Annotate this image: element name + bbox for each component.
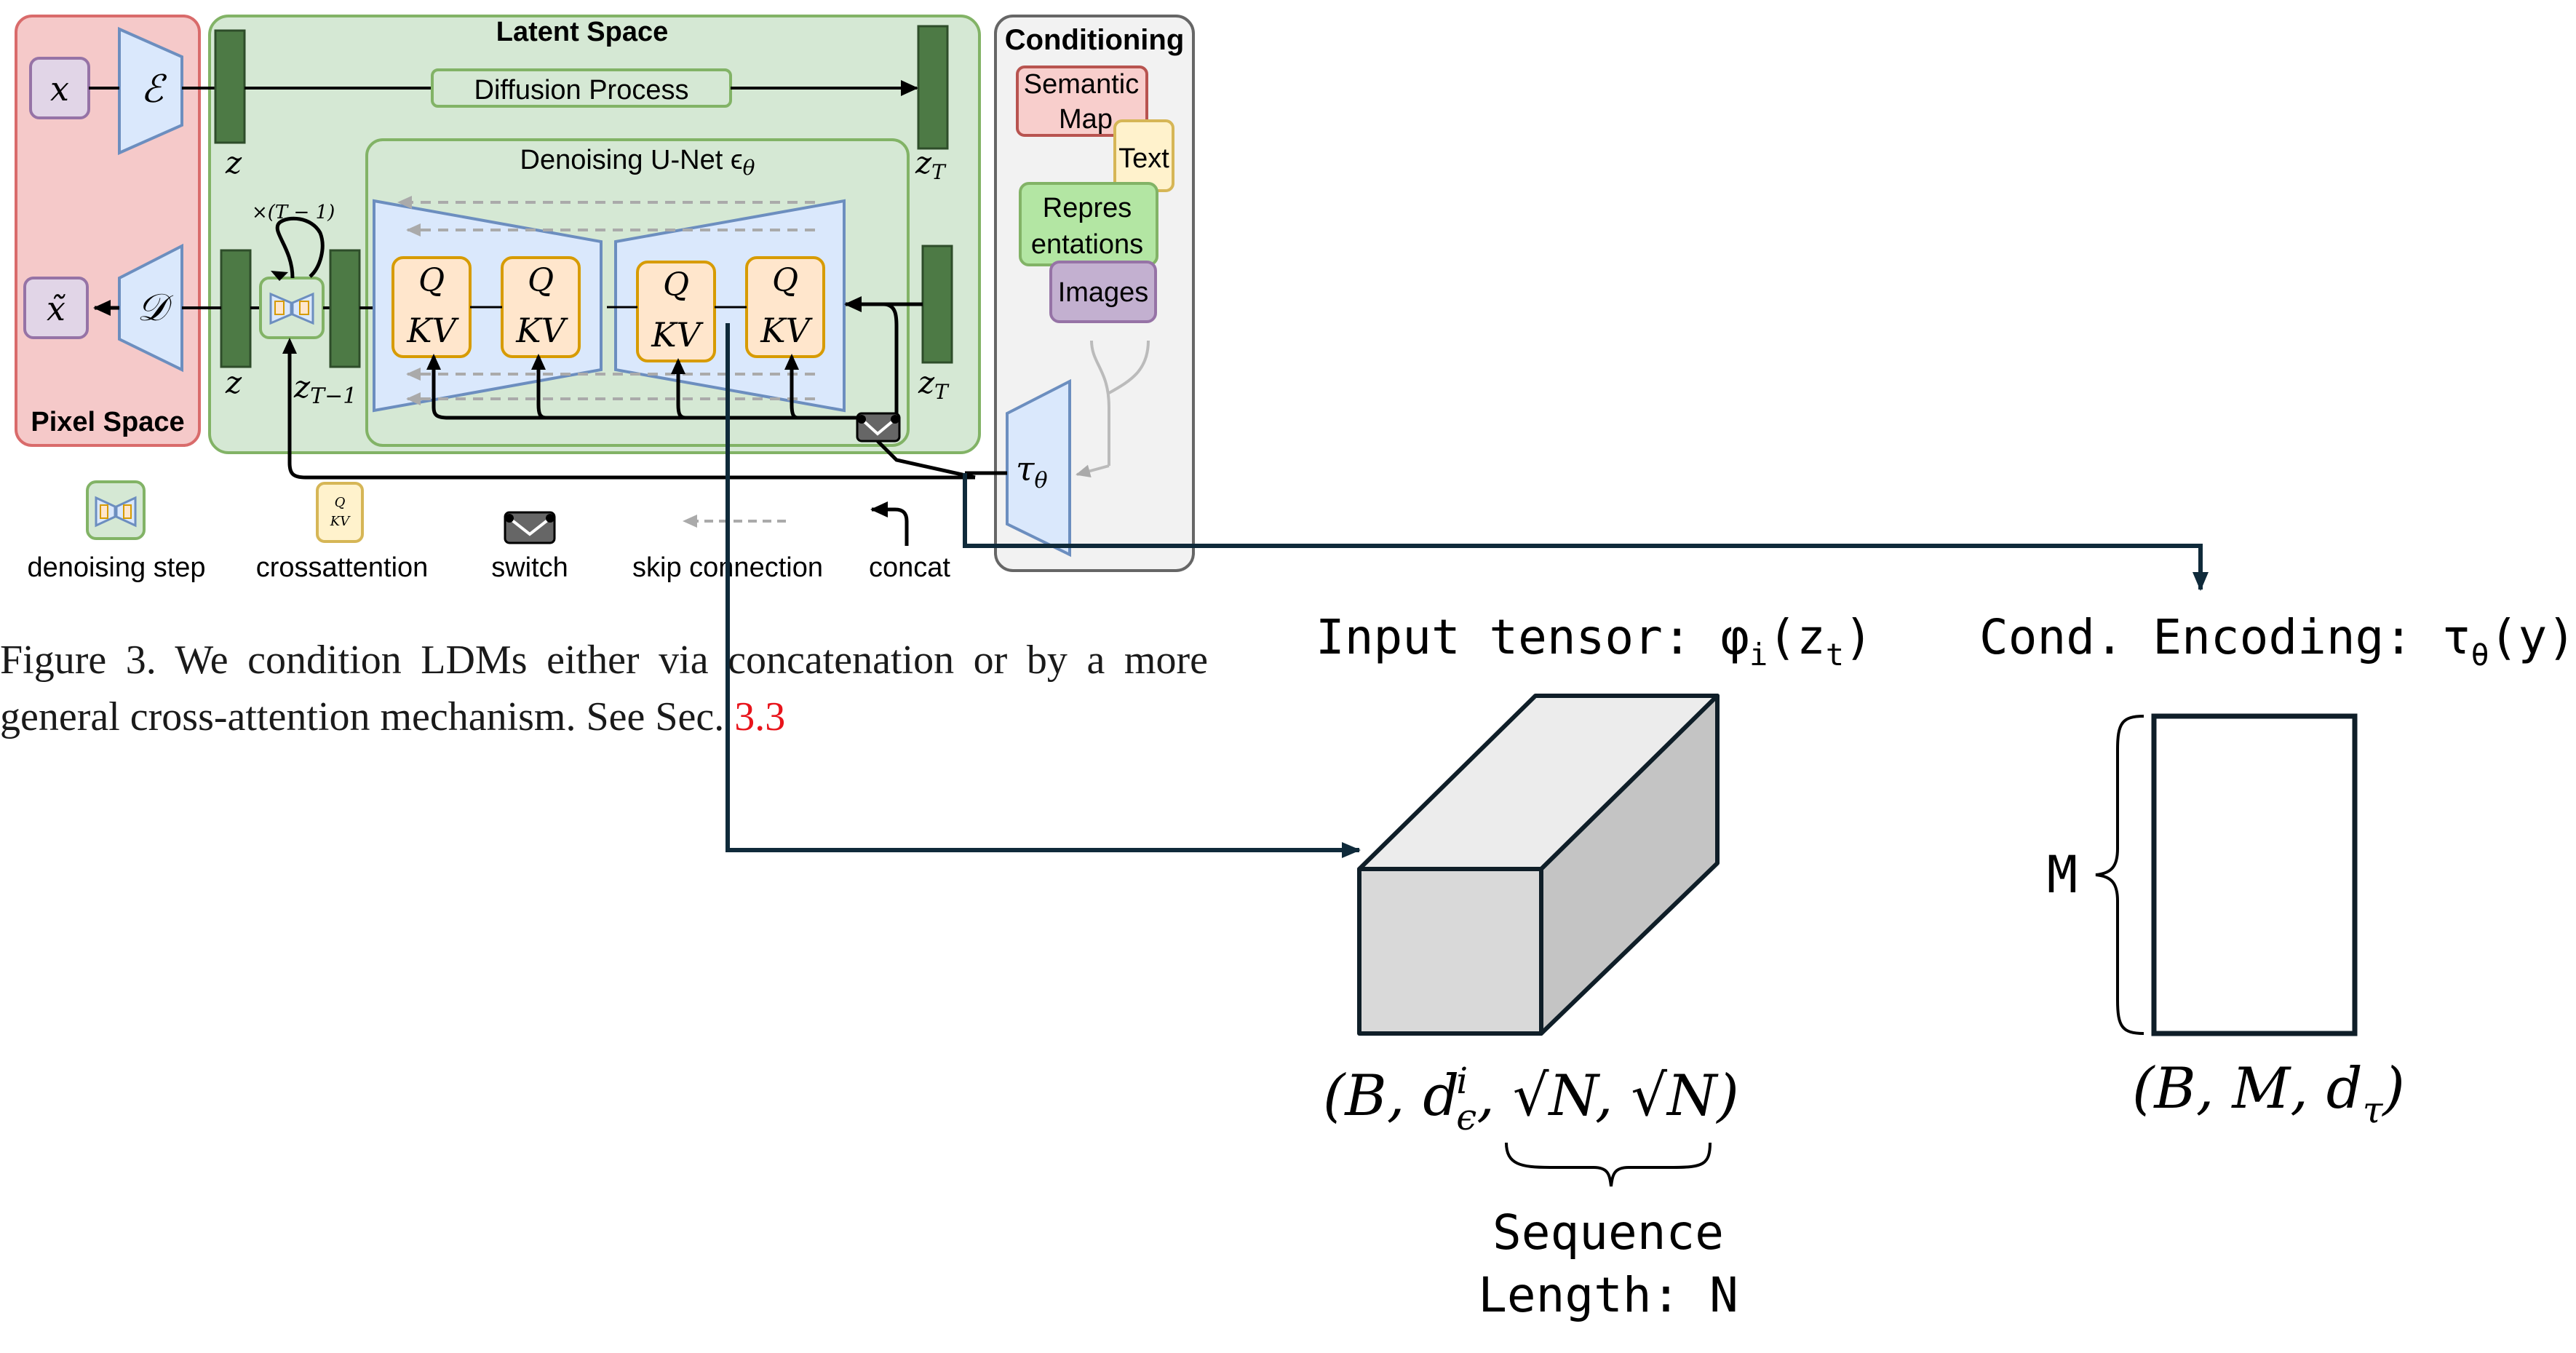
- encoder-trapezoid: [118, 26, 183, 156]
- caption-section-link[interactable]: 3.3: [734, 694, 786, 739]
- legend-switch-icon: [504, 511, 556, 544]
- representations-label: Repres: [1043, 193, 1132, 223]
- svg-text:KV: KV: [406, 311, 459, 350]
- conditioning-panel: Conditioning Semantic Map Text Repres en…: [965, 15, 1195, 572]
- output-image-box: [23, 277, 89, 339]
- text-label: Text: [1118, 143, 1169, 174]
- m-label: M: [2047, 845, 2078, 905]
- svg-text:Q: Q: [418, 262, 445, 299]
- sequence-brace: [1505, 1142, 1712, 1187]
- latent-space-panel: Latent Space z zT Diffusion Process z ×(…: [182, 15, 981, 480]
- input-tensor-title: Input tensor: φi(zt): [1316, 609, 1873, 672]
- qkv-block-2: Q KV: [501, 256, 581, 358]
- legend-switch: switch: [491, 552, 568, 583]
- arrow-to-input-tensor: [726, 323, 1361, 858]
- unet-label: Denoising U-Net ϵθ: [520, 145, 755, 180]
- legend-concat: concat: [869, 552, 950, 583]
- legend-crossattention-icon: Q KV: [316, 482, 364, 543]
- input-tensor-cuboid: [1357, 694, 1720, 1036]
- semantic-map-label-2: Map: [1059, 104, 1113, 135]
- cross-attention-routing: [432, 357, 897, 420]
- sequence-label-1: Sequence: [1492, 1205, 1724, 1261]
- output-image-symbol: x̃: [47, 289, 65, 328]
- input-image-symbol: x: [50, 69, 69, 108]
- latent-z-bar-bottom: [220, 249, 252, 368]
- diffusion-process-label: Diffusion Process: [474, 75, 689, 106]
- cond-encoding-title: Cond. Encoding: τθ(y): [1979, 609, 2576, 672]
- conditioning-label: Conditioning: [1005, 24, 1185, 56]
- latent-z-bar-top: [214, 29, 246, 144]
- pixel-space-panel: Pixel Space x x̃ ℰ 𝒟: [15, 15, 201, 447]
- svg-text:Q: Q: [663, 266, 689, 303]
- svg-text:KV: KV: [330, 514, 351, 529]
- legend-concat-arrow: [870, 501, 909, 546]
- qkv-block-4: Q KV: [745, 256, 825, 358]
- sequence-label-2: Length: N: [1478, 1267, 1738, 1323]
- cond-encoding-matrix: [2151, 713, 2358, 1036]
- repeat-label: ×(T − 1): [252, 202, 335, 223]
- legend-denoising-step-icon: [86, 480, 146, 540]
- svg-text:KV: KV: [515, 311, 568, 350]
- latent-space-label: Latent Space: [496, 17, 669, 47]
- switch-icon: [856, 412, 901, 443]
- semantic-map-box: [1016, 66, 1148, 137]
- svg-text:Q: Q: [772, 262, 798, 299]
- caption-text: Figure 3. We condition LDMs either via c…: [0, 638, 1208, 739]
- svg-text:Q: Q: [528, 262, 554, 299]
- arrow-to-cond-encoding: [963, 473, 2209, 591]
- svg-text:Q: Q: [335, 495, 346, 510]
- latent-z-bottom-label: z: [225, 365, 242, 400]
- tau-symbol: τθ: [1016, 449, 1048, 493]
- encoder-symbol: ℰ: [140, 68, 167, 111]
- qkv-block-3: Q KV: [636, 261, 716, 362]
- latent-zT-bar-bottom: [921, 245, 953, 364]
- cond-shape-label: (B, M, dτ): [2132, 1056, 2405, 1131]
- images-box: [1049, 261, 1157, 323]
- latent-zT1-bar: [329, 249, 361, 368]
- legend: denoising step Q KV crossattention switc…: [27, 480, 950, 583]
- latent-z-top-label: z: [225, 145, 242, 180]
- representations-label-2: entations: [1031, 229, 1143, 260]
- pixel-space-label: Pixel Space: [31, 407, 184, 437]
- decoder-trapezoid: [118, 243, 183, 373]
- legend-crossattention: crossattention: [256, 552, 429, 583]
- figure-caption: Figure 3. We condition LDMs either via c…: [0, 632, 1208, 745]
- tau-encoder-trapezoid: [1006, 378, 1071, 558]
- latent-zT1-label: zT−1: [293, 369, 357, 409]
- legend-denoising-step: denoising step: [27, 552, 205, 583]
- m-brace: [2095, 715, 2144, 1035]
- semantic-map-label: Semantic: [1024, 69, 1139, 100]
- latent-zT-bottom-label: zT: [918, 365, 950, 404]
- latent-zT-top-label: zT: [915, 145, 947, 184]
- svg-text:KV: KV: [651, 315, 704, 354]
- qkv-block-1: Q KV: [391, 256, 472, 358]
- latent-zT-bar-top: [917, 25, 949, 150]
- svg-text:KV: KV: [760, 311, 813, 350]
- images-label: Images: [1058, 277, 1149, 308]
- unet-skip-connections: [397, 196, 815, 405]
